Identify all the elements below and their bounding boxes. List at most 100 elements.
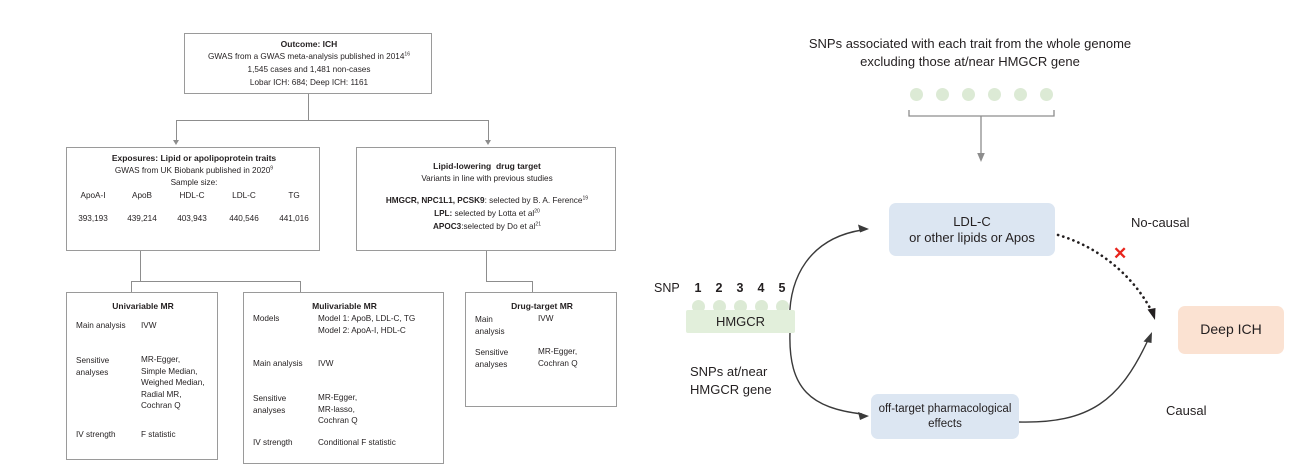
connector-to-drugtarget (488, 120, 489, 140)
genome-snp-dot-2 (936, 88, 949, 101)
exposures-line1-text: GWAS from UK Biobank published in 2020 (114, 166, 271, 175)
drugtargetmr-row-1-value-1: Cochran Q (538, 358, 578, 368)
no-causal-cross-icon: ✕ (1113, 244, 1128, 263)
drugtarget-row-0-genes: HMGCR, NPC1L1, PCSK9 (385, 196, 485, 205)
drugtargetmr-row-0-label: Main analysis (475, 315, 505, 336)
multivariable-row-2-label: Sensitive analyses (253, 394, 287, 415)
multivariable-row-3-value-0: Conditional F statistic (318, 438, 396, 447)
genome-snp-dot-3 (962, 88, 975, 101)
genome-snp-dot-5 (1014, 88, 1027, 101)
connector-exposures-stem (140, 251, 141, 281)
arrow-to-drugtarget (485, 140, 491, 145)
univariable-row-1-value-2: Weighed Median, (141, 378, 205, 387)
multivariable-row-1-label: Main analysis (253, 359, 303, 368)
multivariable-row-0-value-1: Model 2: ApoA-I, HDL-C (318, 325, 406, 335)
drugtarget-row-2-genes: APOC3 (432, 222, 462, 231)
exposures-box: Exposures: Lipid or apolipoprotein trait… (66, 147, 320, 251)
multivariable-row-0-value-0: Model 1: ApoB, LDL-C, TG (318, 314, 416, 323)
univariable-row-1-value-0: MR-Egger, (141, 355, 181, 364)
genome-snp-dot-1 (910, 88, 923, 101)
trait-hdlc: HDL-C (179, 191, 205, 200)
drugtarget-row-1-genes: LPL: (434, 209, 453, 218)
snp-number-5: 5 (778, 281, 786, 295)
hmgcr-snp-dot-5 (776, 300, 789, 313)
drugtarget-row-2: APOC3:selected by Do et al21 (357, 222, 617, 231)
snp-caption-line1: SNPs at/near (690, 364, 768, 379)
connector-outcome-bar (176, 120, 488, 121)
trait-apob: ApoB (131, 191, 153, 200)
multivariable-mr-title: Mulivariable MR (312, 301, 377, 311)
ldl-to-deepich-arrowhead (1147, 308, 1156, 320)
multivariable-row-3-label: IV strength (253, 438, 293, 447)
off-target-box-line1: off-target pharmacological (878, 403, 1012, 416)
ldl-c-box-line1: LDL-C (953, 213, 991, 229)
outcome-box-line3: Lobar ICH: 684; Deep ICH: 1161 (249, 78, 369, 87)
hmgcr-snp-dot-1 (692, 300, 705, 313)
snp-number-1: 1 (694, 281, 702, 295)
genome-brace (908, 110, 1055, 117)
drugtarget-row-2-rest: :selected by Do et al (461, 222, 536, 231)
connector-exposures-bar (131, 281, 300, 282)
hmgcr-snp-dot-2 (713, 300, 726, 313)
drugtargetmr-row-1-label: Sensitive analyses (475, 348, 509, 369)
trait-tg: TG (288, 191, 300, 200)
connector-outcome-stem (308, 94, 309, 120)
multivariable-row-2-value-2: Cochran Q (318, 416, 358, 425)
ldl-c-box-line2: or other lipids or Apos (909, 229, 1035, 245)
exposures-box-line2: Sample size: (170, 178, 218, 187)
genome-arrowhead (977, 153, 985, 162)
connector-to-exposures (176, 120, 177, 140)
multivariable-row-2-value-1: MR-lasso, (318, 404, 355, 414)
off-target-box-line2: effects (928, 417, 962, 430)
univariable-row-0-value-0: IVW (141, 321, 157, 330)
drug-target-mr-title: Drug-target MR (511, 301, 573, 311)
outcome-box-line1: GWAS from a GWAS meta-analysis published… (185, 52, 433, 61)
drugtarget-row-0: HMGCR, NPC1L1, PCSK9: selected by B. A. … (357, 196, 617, 205)
univariable-row-0-label: Main analysis (76, 321, 126, 330)
genome-snp-dot-4 (988, 88, 1001, 101)
drugtarget-row-2-ref: 21 (535, 221, 542, 228)
connector-drugtarget-bar (486, 281, 532, 282)
univariable-row-1-value-1: Simple Median, (141, 366, 198, 376)
hmgcr-to-ldl-arrowhead (858, 224, 869, 233)
arrow-to-exposures (173, 140, 179, 145)
univariable-mr-box: Univariable MR Main analysis IVW Sensiti… (66, 292, 218, 460)
snp-number-3: 3 (736, 281, 744, 295)
right-top-caption-line2: excluding those at/near HMGCR gene (860, 54, 1080, 69)
drugtarget-row-1: LPL: selected by Lotta et al20 (357, 209, 617, 218)
univariable-row-2-label: IV strength (76, 430, 116, 439)
exposures-box-title: Exposures: Lipid or apolipoprotein trait… (111, 153, 277, 163)
outcome-box: Outcome: ICH GWAS from a GWAS meta-analy… (184, 33, 432, 94)
multivariable-row-1-value-0: IVW (318, 359, 334, 368)
snp-caption-line2: HMGCR gene (690, 382, 772, 397)
univariable-row-1-value-3: Radial MR, (141, 389, 182, 399)
multivariable-mr-box: Mulivariable MR Models Model 1: ApoB, LD… (243, 292, 444, 464)
samplesize-apob: 439,214 (127, 214, 157, 223)
snp-label: SNP (654, 281, 680, 295)
univariable-row-1-value-4: Cochran Q (141, 401, 181, 410)
snp-number-4: 4 (757, 281, 765, 295)
samplesize-tg: 441,016 (279, 214, 309, 223)
hmgcr-to-ldl-curve (788, 229, 863, 331)
connector-drugtarget-stem (486, 251, 487, 281)
offtarget-to-deepich-curve (1017, 339, 1149, 423)
ldl-to-deepich-dotted-path (1056, 233, 1154, 314)
drugtarget-row-1-ref: 20 (534, 208, 540, 215)
drugtarget-row-0-rest: : selected by B. A. Ference (484, 196, 583, 205)
hmgcr-snp-dot-4 (755, 300, 768, 313)
drugtargetmr-row-1-value-0: MR-Egger, (538, 347, 578, 356)
univariable-row-2-value-0: F statistic (141, 430, 176, 439)
deep-ich-box: Deep ICH (1178, 306, 1284, 354)
drugtarget-row-0-ref: 19 (582, 195, 589, 202)
exposures-line1-ref: 9 (270, 165, 274, 172)
connector-to-multivariable (300, 281, 301, 293)
univariable-row-1-label: Sensitive analyses (76, 356, 110, 377)
hmgcr-to-offtarget-arrowhead (858, 412, 869, 420)
lipid-lowering-drug-target-box: Lipid-lowering drug target Variants in l… (356, 147, 616, 251)
samplesize-apoa1: 393,193 (78, 214, 108, 223)
